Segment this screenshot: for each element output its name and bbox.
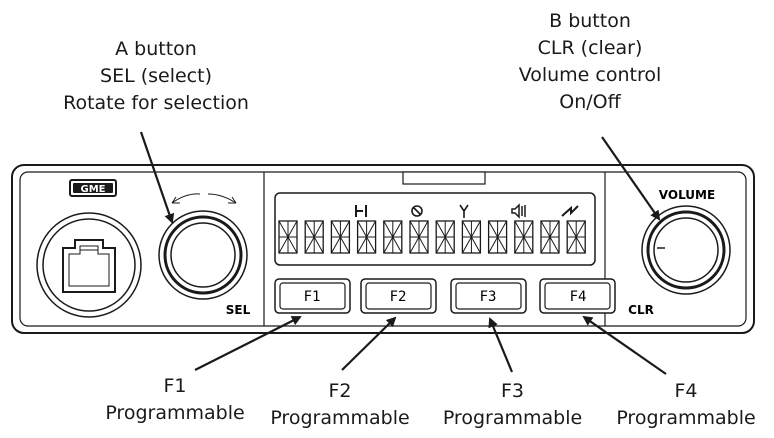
rotate-arrows-icon — [171, 193, 237, 204]
f3-key-label: F3 — [480, 289, 497, 305]
f3-key[interactable]: F3 — [450, 278, 527, 314]
mic-socket[interactable] — [36, 212, 142, 318]
b-button-arrow — [601, 136, 661, 221]
f4-caption-desc: Programmable — [616, 407, 756, 429]
lcd-character-cell — [566, 220, 586, 254]
antenna-icon — [459, 204, 469, 218]
f1-caption-key: F1 — [163, 375, 187, 397]
f4-key[interactable]: F4 — [539, 278, 616, 314]
f4-caption-key: F4 — [674, 380, 698, 402]
radio-faceplate — [19, 171, 747, 327]
f3-caption-key: F3 — [500, 380, 525, 402]
a-button-arrow — [139, 131, 175, 224]
f2-caption: F2 Programmable — [255, 378, 425, 432]
gme-logo: GME — [69, 179, 117, 197]
lcd-character-cell — [435, 220, 455, 254]
f1-caption: F1 Programmable — [85, 373, 265, 427]
a-button-title: A button — [115, 38, 197, 60]
battery-icon — [355, 205, 367, 217]
lcd-segment-row — [278, 220, 586, 254]
b-button-callout: B button CLR (clear) Volume control On/O… — [490, 8, 690, 116]
volume-knob[interactable] — [641, 205, 731, 295]
f3-caption-desc: Programmable — [442, 407, 583, 429]
lcd-character-cell — [461, 220, 482, 254]
f3-arrow — [488, 317, 514, 373]
f2-caption-desc: Programmable — [270, 407, 410, 429]
a-button-callout: A button SEL (select) Rotate for selecti… — [36, 36, 276, 117]
f2-key[interactable]: F2 — [360, 278, 437, 314]
lcd-character-cell — [304, 220, 324, 254]
signal-icon — [561, 205, 579, 217]
sel-knob[interactable] — [158, 210, 248, 300]
b-button-power: On/Off — [559, 91, 621, 113]
f4-caption: F4 Programmable — [598, 378, 774, 432]
f4-key-label: F4 — [570, 289, 587, 305]
f2-arrow — [341, 316, 397, 371]
b-button-title: B button — [549, 10, 631, 32]
lcd-character-cell — [356, 220, 377, 254]
speaker-icon — [511, 203, 526, 219]
lcd-character-cell — [540, 220, 560, 254]
volume-label: VOLUME — [659, 188, 715, 202]
f1-caption-desc: Programmable — [105, 402, 245, 424]
f1-key[interactable]: F1 — [274, 278, 351, 314]
lcd-character-cell — [409, 220, 429, 254]
mute-icon — [411, 205, 423, 217]
lcd-character-cell — [278, 220, 298, 254]
f4-arrow — [582, 315, 667, 375]
f1-arrow — [194, 316, 302, 371]
brand-text: GME — [81, 184, 106, 195]
lcd-character-cell — [514, 220, 534, 254]
a-button-note: Rotate for selection — [63, 92, 249, 114]
lcd-character-cell — [383, 220, 403, 254]
a-button-function: SEL (select) — [100, 65, 212, 87]
b-button-function: CLR (clear) — [537, 37, 643, 59]
top-tab — [402, 171, 486, 185]
lcd-display — [274, 192, 596, 266]
f3-caption: F3 Programmable — [425, 378, 600, 432]
f2-caption-key: F2 — [328, 380, 352, 402]
f2-key-label: F2 — [390, 289, 407, 305]
lcd-character-cell — [487, 220, 508, 254]
f1-key-label: F1 — [304, 289, 321, 305]
clr-label: CLR — [628, 303, 654, 317]
lcd-character-cell — [330, 220, 351, 254]
b-button-volume: Volume control — [518, 64, 662, 86]
sel-label: SEL — [226, 303, 251, 317]
